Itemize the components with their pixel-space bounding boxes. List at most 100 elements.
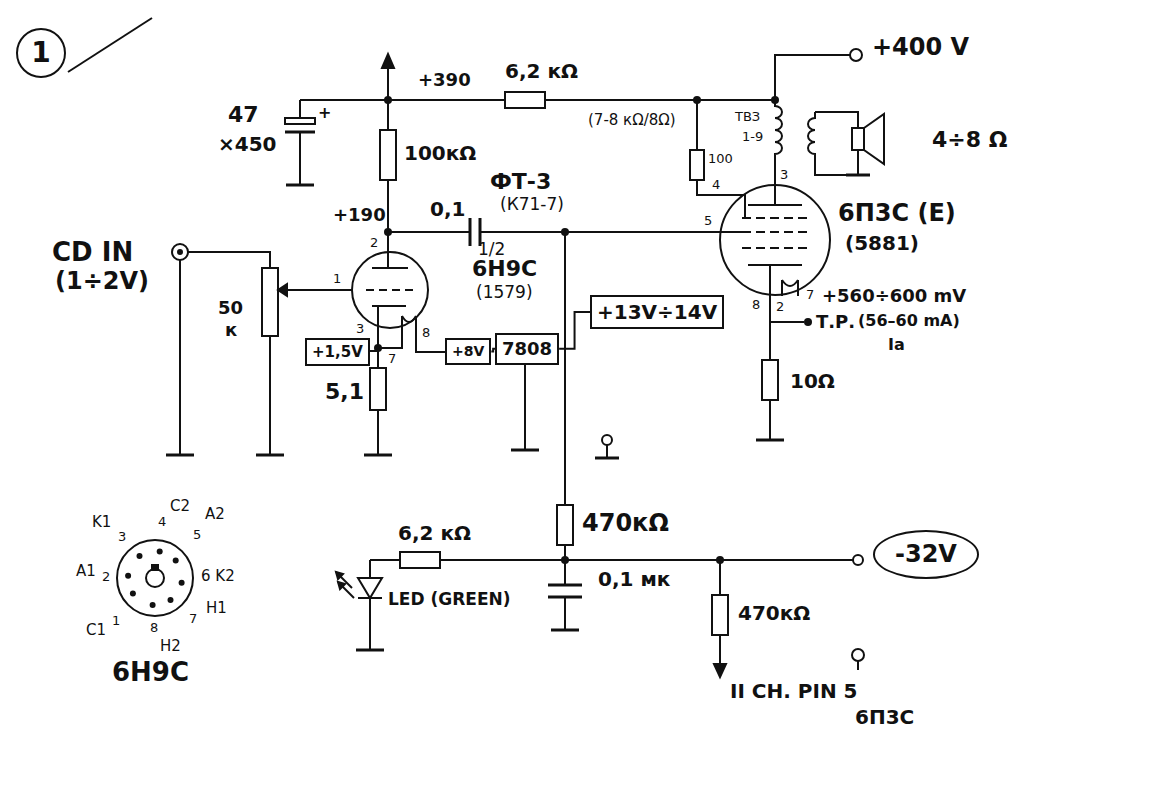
led-symbol xyxy=(336,572,352,588)
ground-symbol xyxy=(595,457,619,460)
junction-dot xyxy=(561,228,569,236)
wire xyxy=(269,336,271,455)
tube-symbol xyxy=(748,204,802,206)
schematic-label: 10Ω xyxy=(790,370,835,392)
schematic-label: 3 xyxy=(780,168,788,182)
schematic-label: (7-8 кΩ/8Ω) xyxy=(588,112,676,129)
ground-symbol xyxy=(356,649,384,652)
wire xyxy=(378,316,402,348)
wire xyxy=(524,365,526,450)
wire xyxy=(564,545,566,585)
sheet-number-circle: 1 xyxy=(16,28,66,78)
schematic-label: 47 xyxy=(228,103,259,127)
terminal-symbol xyxy=(850,49,862,61)
terminal-symbol xyxy=(857,661,859,670)
socket-symbol xyxy=(117,540,193,616)
resistor-symbol xyxy=(262,268,278,336)
schematic-label: (К71-7) xyxy=(500,195,564,214)
socket-symbol xyxy=(152,565,158,570)
schematic-label: 8 xyxy=(150,621,158,635)
schematic-label: 6,2 кΩ xyxy=(505,60,578,82)
ground-symbol xyxy=(256,454,284,457)
transformer-symbol xyxy=(775,100,782,158)
schematic-label: 100 xyxy=(708,152,733,166)
schematic-label: 3 xyxy=(356,322,364,336)
speaker-symbol xyxy=(864,114,884,164)
schematic-label: A2 xyxy=(205,506,225,523)
schematic-label: +190 xyxy=(333,205,386,225)
tube-symbol xyxy=(366,289,414,291)
schematic-label: + xyxy=(318,104,331,122)
arrow-head xyxy=(278,54,726,677)
node-text: 7808 xyxy=(502,338,552,360)
resistor-symbol xyxy=(762,360,778,400)
wire xyxy=(606,445,608,458)
socket-symbol xyxy=(179,580,185,586)
schematic-label: (56–60 mA) xyxy=(858,312,960,330)
schematic-label: ×450 xyxy=(218,133,277,155)
wire xyxy=(299,132,301,185)
node-text: +1,5V xyxy=(312,343,363,361)
capacitor-symbol xyxy=(548,584,582,587)
value-box: 7808 xyxy=(495,333,559,365)
schematic-label: 2 xyxy=(370,236,378,250)
socket-symbol xyxy=(146,569,164,587)
ground-symbol xyxy=(286,184,314,187)
wire xyxy=(774,158,776,205)
ground-symbol xyxy=(364,454,392,457)
schematic-label: CD IN xyxy=(52,238,133,267)
schematic-label: (1579) xyxy=(476,283,533,302)
schematic-label: Т.Р. xyxy=(816,312,855,332)
schematic-label: 6,2 кΩ xyxy=(398,522,471,544)
wire xyxy=(68,18,152,72)
ground-symbol xyxy=(511,449,539,452)
schematic-label: 0,1 xyxy=(430,198,465,220)
schematic-label: 5 xyxy=(704,214,712,228)
wire xyxy=(815,112,858,128)
schematic-label: 4÷8 Ω xyxy=(932,128,1007,152)
led-symbol xyxy=(358,597,382,599)
led-symbol xyxy=(358,578,382,598)
schematic-label: 6Н9С xyxy=(112,658,189,687)
wire-connector xyxy=(559,312,590,349)
schematic-label: 4 xyxy=(712,178,720,192)
terminal-symbol xyxy=(853,555,863,565)
schematic-label: ТВЗ xyxy=(735,110,760,124)
wire xyxy=(815,160,858,175)
arrow-head xyxy=(382,54,394,68)
wire xyxy=(300,99,505,101)
wire xyxy=(370,559,400,561)
resistor-symbol xyxy=(400,552,440,568)
junction-dot xyxy=(374,344,382,352)
wire xyxy=(775,55,850,100)
terminal-symbol xyxy=(172,244,188,260)
wire xyxy=(564,597,566,630)
led-symbol xyxy=(338,582,354,598)
wire xyxy=(416,316,445,352)
node-text: 1 xyxy=(31,36,50,70)
schematic-label: H2 xyxy=(160,638,181,655)
socket-symbol xyxy=(173,558,179,564)
schematic-label: 0,1 мк xyxy=(598,568,670,590)
ground-symbol xyxy=(846,174,870,177)
tube-symbol xyxy=(782,280,798,286)
schematic-label: 6Н9С xyxy=(472,257,537,281)
resistor-symbol xyxy=(262,92,778,635)
wire xyxy=(377,410,379,455)
tube-symbol xyxy=(742,217,808,219)
schematic-label: 2 xyxy=(102,570,110,584)
schematic-label: Iа xyxy=(888,336,905,354)
socket-symbol xyxy=(125,573,131,579)
wire xyxy=(545,99,775,101)
schematic-label: ФТ-3 xyxy=(490,170,551,194)
schematic-label: C2 xyxy=(170,498,190,515)
wire xyxy=(769,400,771,440)
voltage-oval: -32V xyxy=(873,530,979,579)
led-symbol xyxy=(336,572,382,598)
schematic-label: LED (GREEN) xyxy=(388,590,511,609)
schematic-label: 2 xyxy=(776,300,784,314)
terminal-symbol xyxy=(852,649,864,661)
tube-symbol xyxy=(372,305,406,307)
